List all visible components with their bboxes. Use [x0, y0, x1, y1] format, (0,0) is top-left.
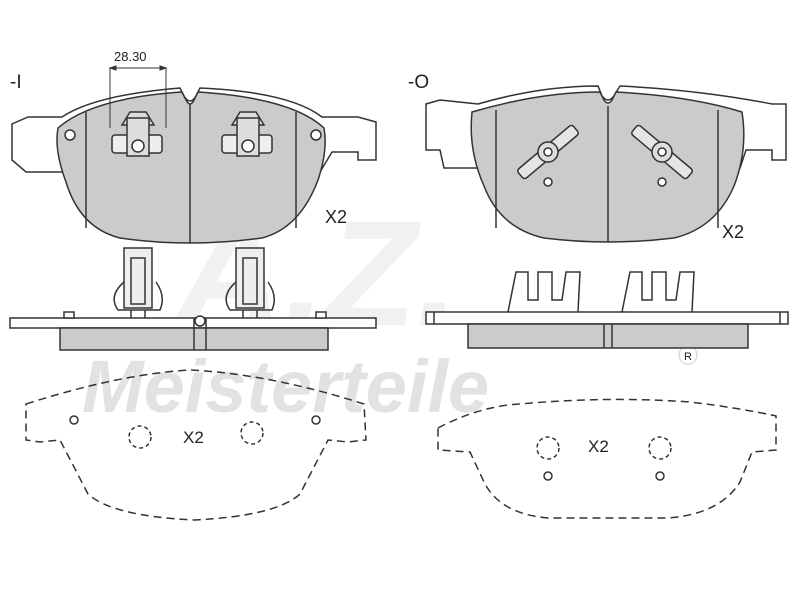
outer-side-profile [425, 271, 789, 349]
registered-mark: R [684, 351, 692, 363]
outer-hole-left [543, 177, 553, 187]
inner-profile-backing [9, 317, 377, 329]
inner-clip-left [111, 111, 163, 157]
outer-hole-right [657, 177, 667, 187]
quantity-label: X2 [183, 428, 204, 447]
outer-spring-right [631, 124, 693, 180]
outer-profile-friction [467, 323, 749, 349]
inner-dashed-outline [25, 369, 367, 521]
quantity-label: X2 [325, 207, 347, 227]
inner-hole-left [64, 129, 76, 141]
side-label-outer: -O [408, 72, 429, 93]
inner-side-profile [9, 247, 377, 351]
dimension-marker [108, 65, 168, 128]
outer-profile-spring-right [621, 271, 695, 313]
outer-pad-face-view [425, 85, 787, 243]
outer-spring-left [517, 124, 579, 180]
inner-profile-clip-left [113, 247, 163, 318]
inner-profile-clip-right [225, 247, 275, 318]
inner-friction-material [56, 91, 326, 244]
inner-clip-right [221, 111, 273, 157]
dimension-label: 28.30 [114, 49, 147, 64]
side-label-inner: -I [10, 72, 22, 93]
inner-hole-right [310, 129, 322, 141]
outer-profile-spring-left [507, 271, 581, 313]
outer-dashed-outline [437, 398, 777, 519]
inner-pad-face-view [11, 87, 377, 244]
quantity-label: X2 [588, 437, 609, 456]
quantity-label: X2 [722, 222, 744, 242]
outer-profile-backing [425, 311, 789, 325]
watermark-brand: Meisterteile [82, 345, 489, 428]
